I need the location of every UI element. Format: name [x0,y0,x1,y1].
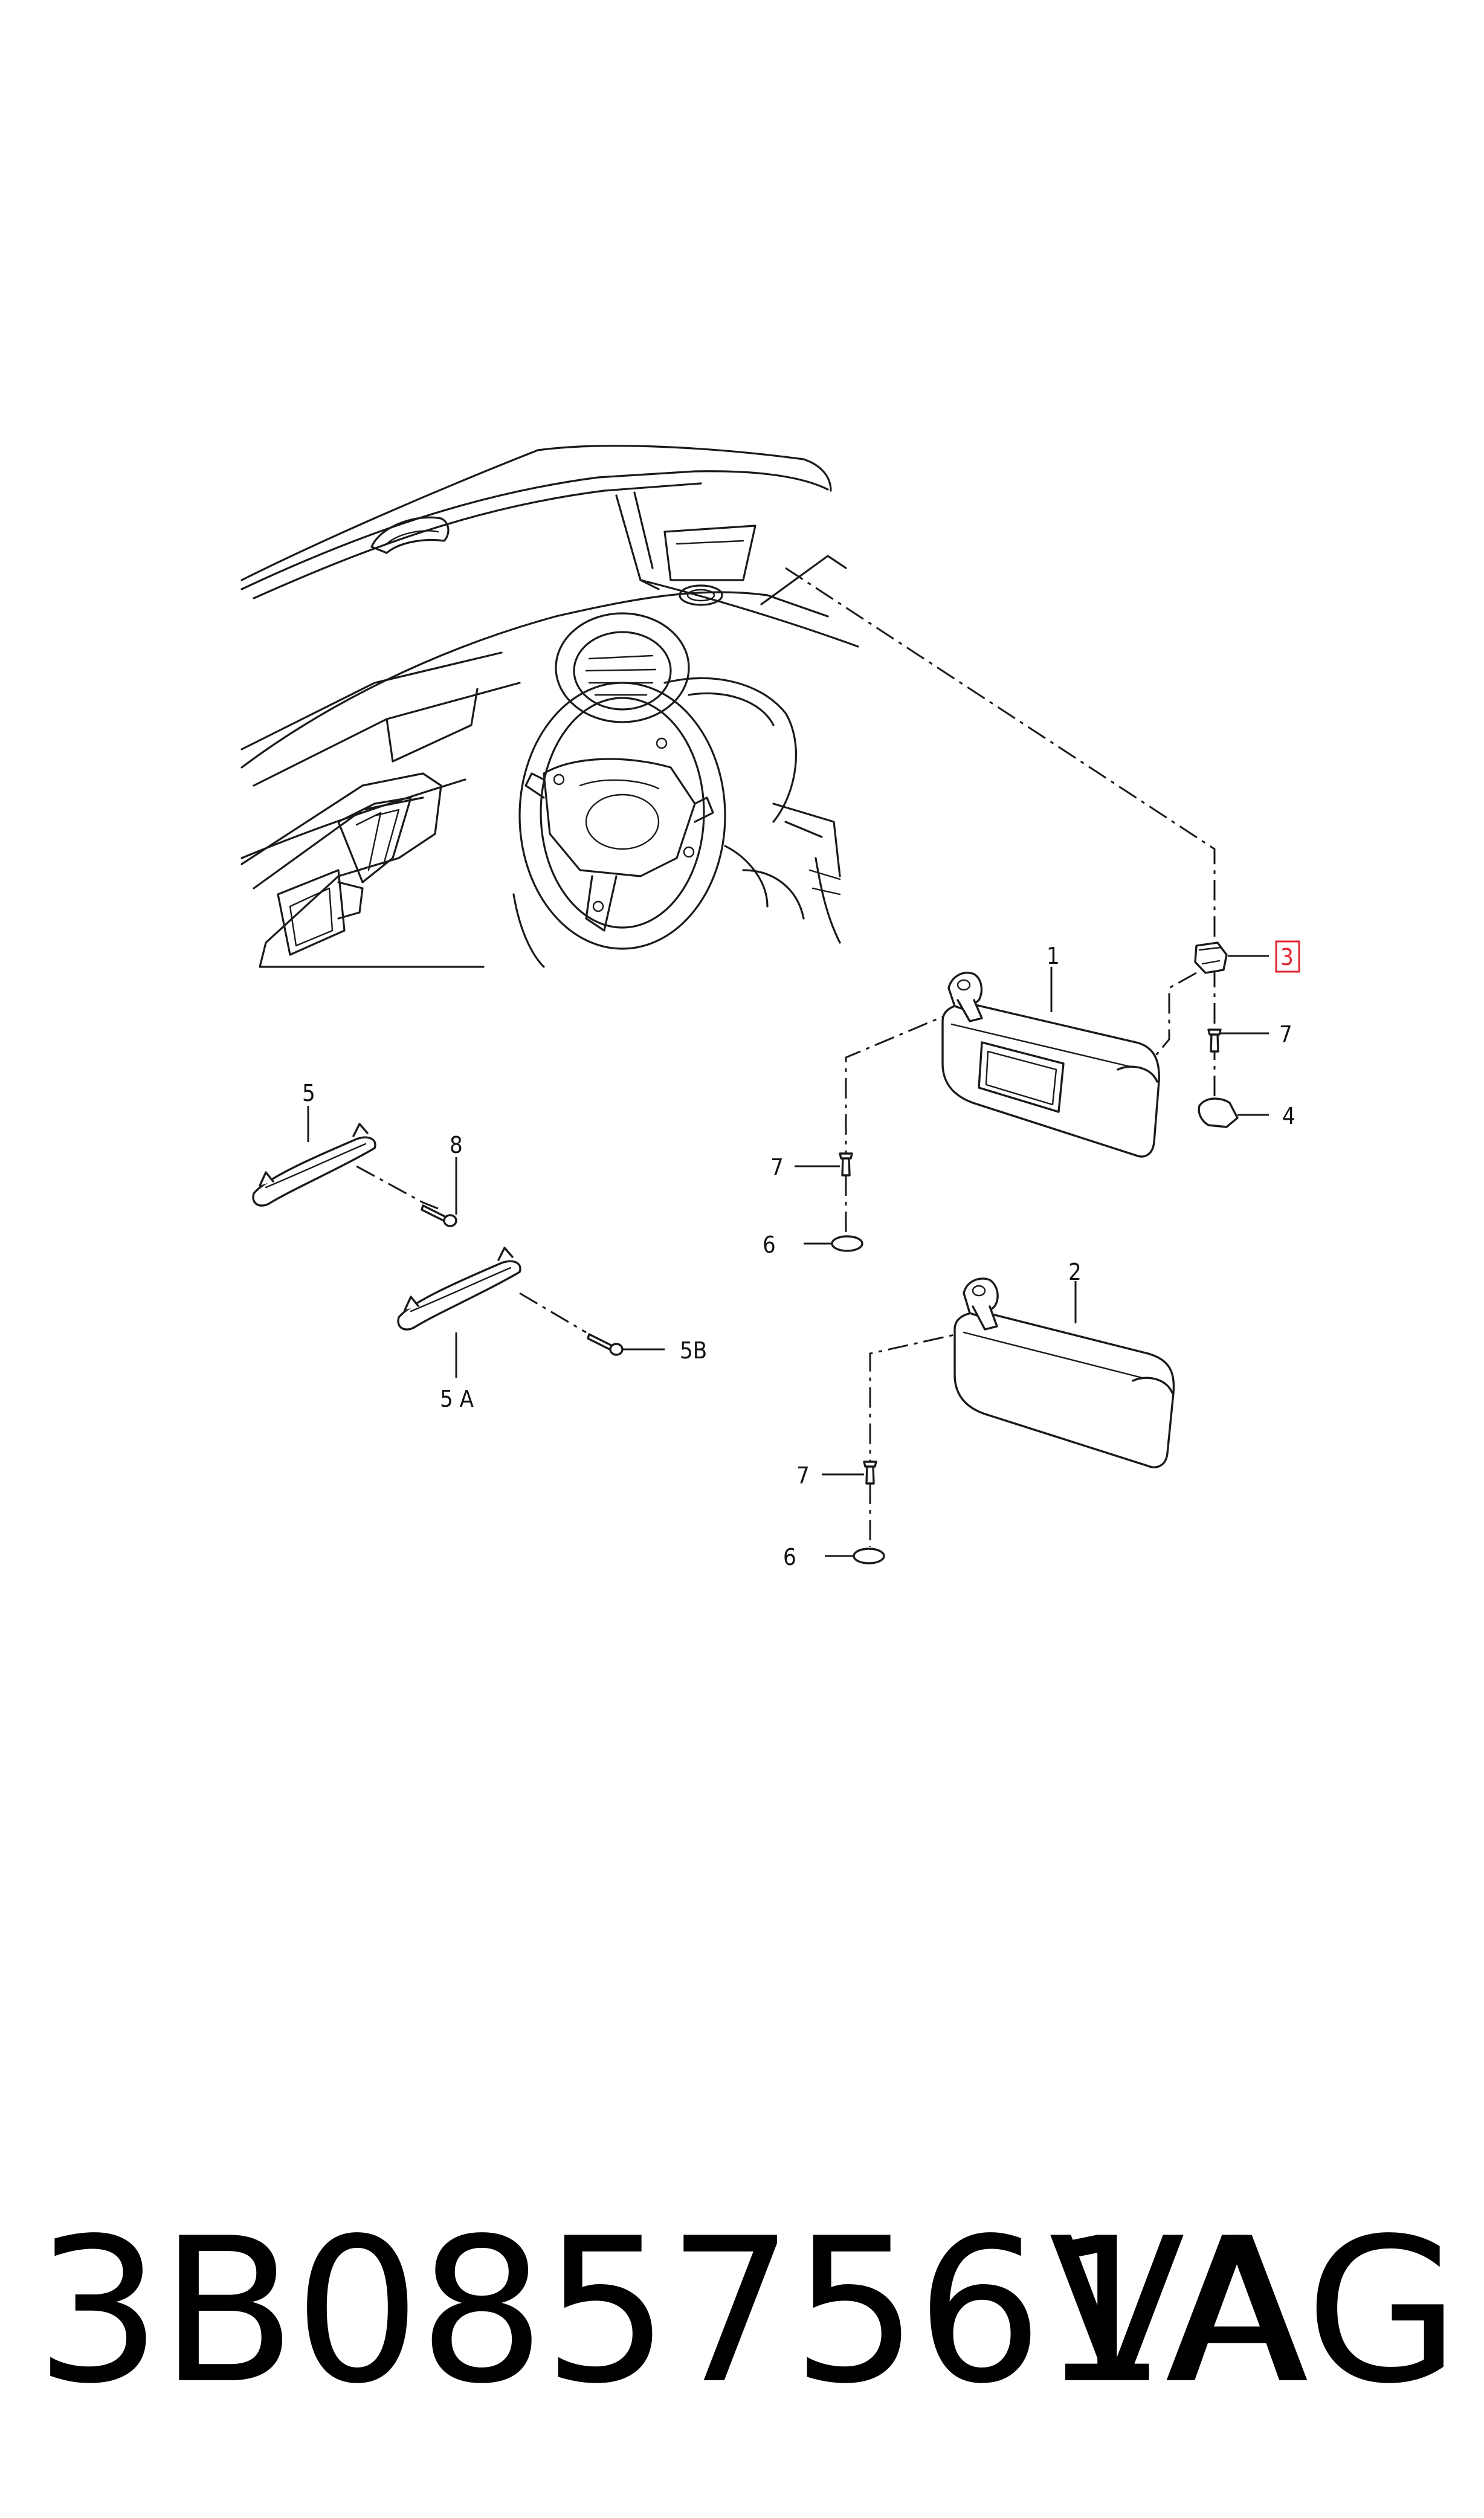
callout-1: 1 [1047,943,1060,969]
callout-5a: 5 A [440,1386,474,1412]
callout-6-bottom: 6 [783,1544,796,1571]
car-interior-illustration [240,445,859,968]
grab-handle [252,1123,376,1207]
callout-5: 5 [302,1080,315,1106]
callout-7-bottom: 7 [796,1462,810,1489]
callout-8: 8 [450,1132,463,1158]
assembly-lines [356,567,1216,1547]
callout-3: 3 [1280,944,1294,970]
cover-cap [1198,1097,1239,1128]
screw [839,1028,1222,1485]
part-number-label: 3B0857561A [35,2195,1302,2427]
callout-5b: 5B [680,1337,707,1364]
callout-3-highlight [1275,940,1300,973]
handle-screw [421,1204,624,1356]
brand-label: VAG [1048,2195,1460,2427]
callout-6-middle: 6 [763,1232,776,1258]
sun-visor [953,1277,1175,1468]
callout-4: 4 [1282,1103,1295,1129]
round-cap [831,1235,885,1564]
callout-2: 2 [1068,1259,1082,1285]
callout-7-top: 7 [1279,1021,1292,1048]
callout-labels: 1 2 3 4 7 7 7 6 6 5 8 5 A 5B [302,940,1300,1571]
sun-visor-with-mirror [941,972,1160,1158]
callout-leaders [307,955,1269,1557]
callout-7-middle: 7 [770,1154,784,1181]
visor-clip-bracket [1194,941,1228,974]
grab-handle-variant [397,1247,521,1331]
